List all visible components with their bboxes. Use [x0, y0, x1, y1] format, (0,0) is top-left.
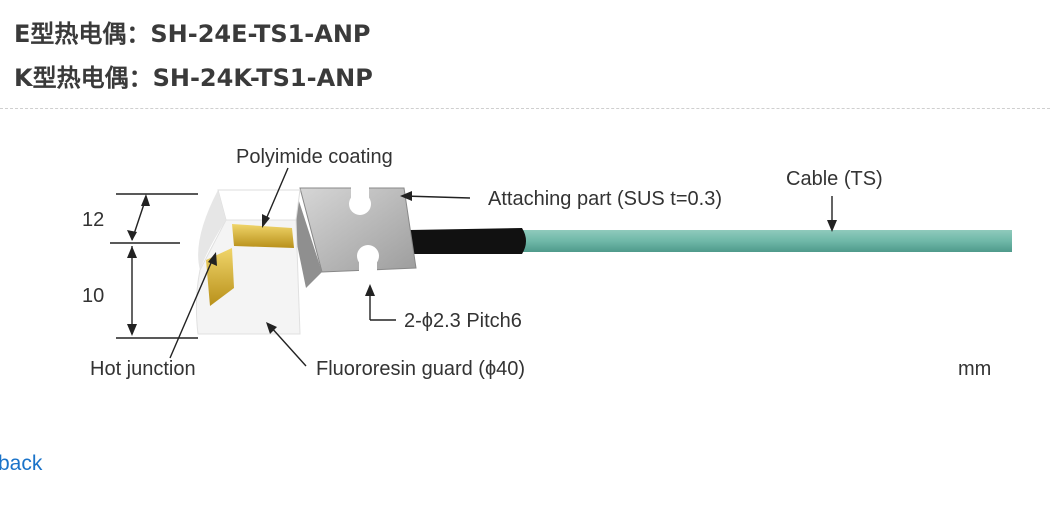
dimension-upper: 12	[82, 209, 104, 231]
cable	[520, 230, 1012, 252]
section-divider	[0, 108, 1050, 109]
model-e-type: E型热电偶：SH-24E-TS1-ANP	[14, 20, 371, 48]
cable-sleeve	[410, 228, 526, 254]
model-k-type: K型热电偶：SH-24K-TS1-ANP	[14, 64, 373, 92]
thermocouple-diagram: Polyimide coating Attaching part (SUS t=…	[82, 146, 1012, 380]
dimension-lines	[110, 193, 198, 339]
label-cable: Cable (TS)	[786, 168, 883, 190]
leader-lines	[169, 167, 833, 367]
back-link[interactable]: back	[0, 452, 43, 475]
label-hot-junction: Hot junction	[90, 358, 196, 380]
fluororesin-guard	[195, 189, 301, 335]
dimension-lower: 10	[82, 285, 104, 307]
label-attaching-part: Attaching part (SUS t=0.3)	[488, 188, 722, 210]
label-fluororesin-guard: Fluororesin guard (ϕ40)	[316, 358, 525, 380]
label-polyimide-coating: Polyimide coating	[236, 146, 393, 168]
label-unit: mm	[958, 358, 991, 380]
attaching-plate	[290, 184, 417, 288]
label-hole-pitch: 2-ϕ2.3 Pitch6	[404, 310, 522, 332]
